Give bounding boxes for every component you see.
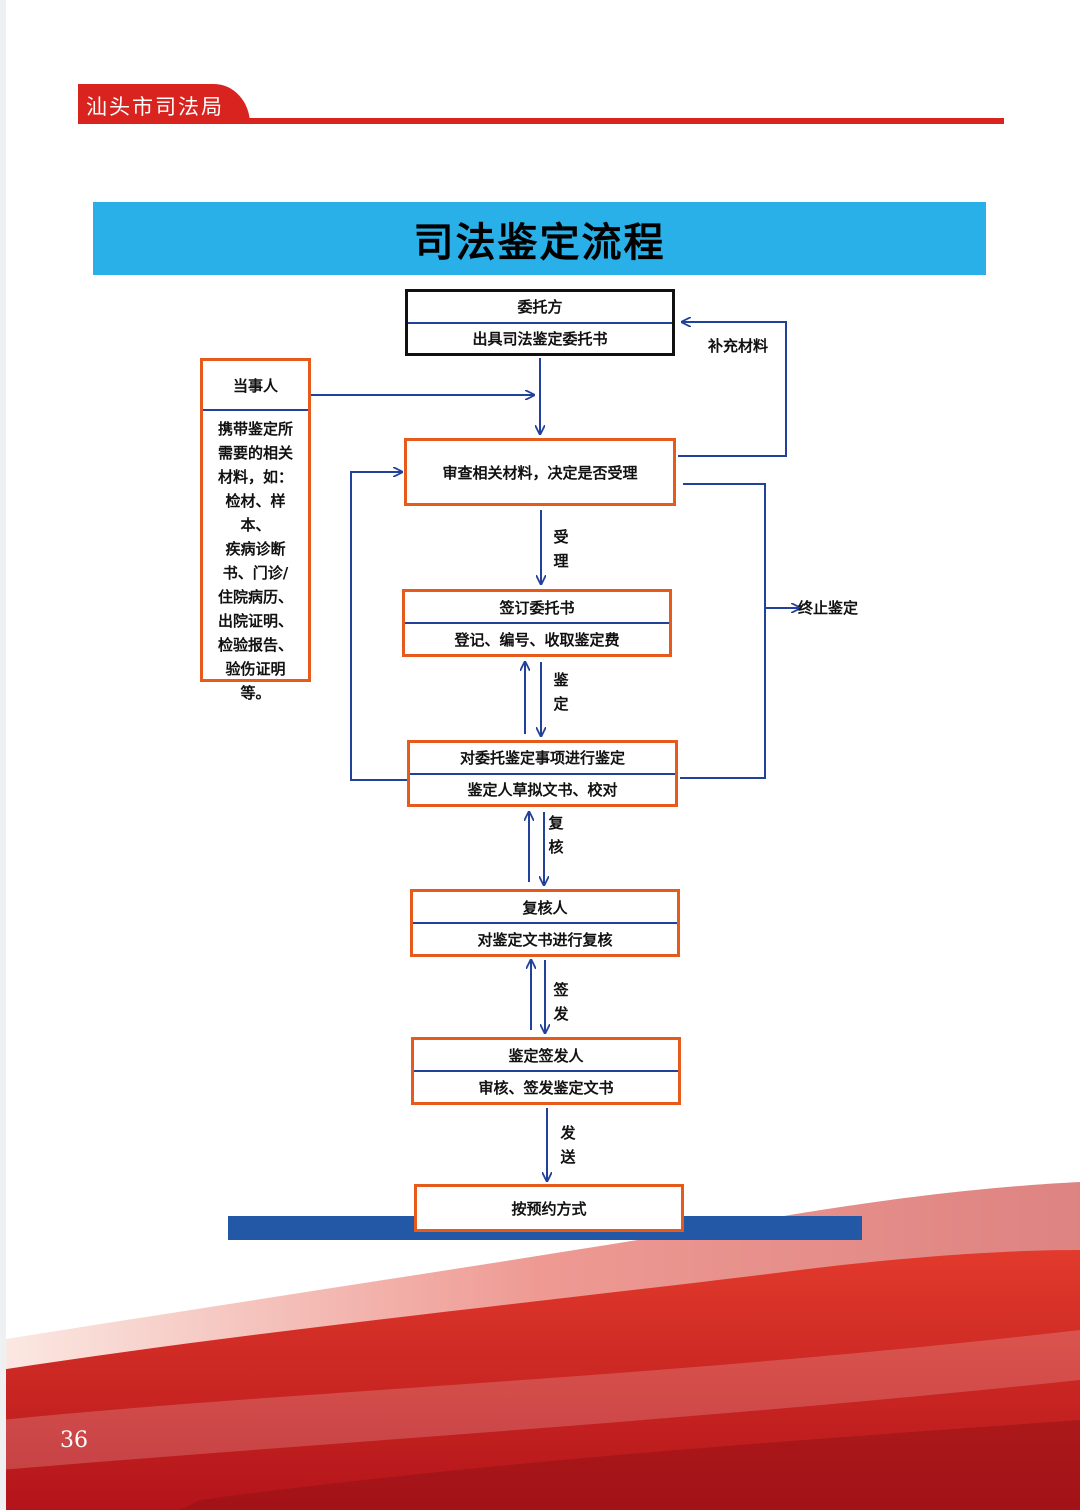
step-appraise-title: 对委托鉴定事项进行鉴定	[459, 749, 625, 768]
label-terminate: 终止鉴定	[798, 599, 859, 617]
page-number: 36	[60, 1428, 88, 1453]
step-contract: 签订委托书 登记、编号、收取鉴定费	[402, 589, 672, 657]
step-issue-title: 鉴定签发人	[508, 1046, 584, 1065]
step-client-desc: 出具司法鉴定委托书	[408, 321, 672, 354]
title-banner: 司法鉴定流程	[93, 202, 986, 275]
step-issue-desc: 审核、签发鉴定文书	[414, 1070, 678, 1102]
step-deliver-text: 按预约方式	[511, 1199, 587, 1218]
label-send: 发送	[560, 1124, 576, 1166]
step-deliver: 按预约方式	[414, 1184, 684, 1232]
step-client: 委托方 出具司法鉴定委托书	[405, 289, 675, 356]
step-appraise-desc: 鉴定人草拟文书、校对	[410, 772, 675, 805]
label-accept: 受理	[553, 528, 569, 570]
header-org-name: 汕头市司法局	[86, 95, 224, 119]
label-supplement: 补充材料	[708, 337, 769, 355]
header-rule	[78, 118, 1004, 124]
step-review-text: 审查相关材料，决定是否受理	[442, 463, 638, 482]
label-sign: 签发	[553, 981, 569, 1023]
step-contract-desc: 登记、编号、收取鉴定费	[405, 622, 669, 654]
arrow-return-to-review	[350, 472, 408, 781]
party-title: 当事人	[232, 376, 278, 395]
step-appraise: 对委托鉴定事项进行鉴定 鉴定人草拟文书、校对	[407, 740, 678, 807]
step-contract-title: 签订委托书	[499, 598, 575, 617]
party-box: 当事人 携带鉴定所 需要的相关 材料，如： 检材、样本、 疾病诊断 书、门诊/ …	[200, 358, 311, 702]
step-recheck: 复核人 对鉴定文书进行复核	[410, 889, 680, 957]
step-recheck-title: 复核人	[522, 898, 568, 917]
page-title: 司法鉴定流程	[413, 219, 666, 266]
step-client-title: 委托方	[517, 298, 563, 317]
page-edge-shadow	[0, 0, 6, 1510]
label-appraise: 鉴定	[553, 671, 569, 713]
arrow-terminate-line	[680, 483, 766, 779]
party-materials: 携带鉴定所 需要的相关 材料，如： 检材、样本、 疾病诊断 书、门诊/ 住院病历…	[203, 409, 308, 705]
step-issue: 鉴定签发人 审核、签发鉴定文书	[411, 1037, 681, 1105]
step-recheck-desc: 对鉴定文书进行复核	[413, 922, 677, 954]
step-review: 审查相关材料，决定是否受理	[404, 438, 676, 506]
header-tab: 汕头市司法局	[78, 84, 250, 124]
label-recheck: 复核	[548, 814, 564, 856]
arrow-supplement-loop	[678, 322, 787, 457]
